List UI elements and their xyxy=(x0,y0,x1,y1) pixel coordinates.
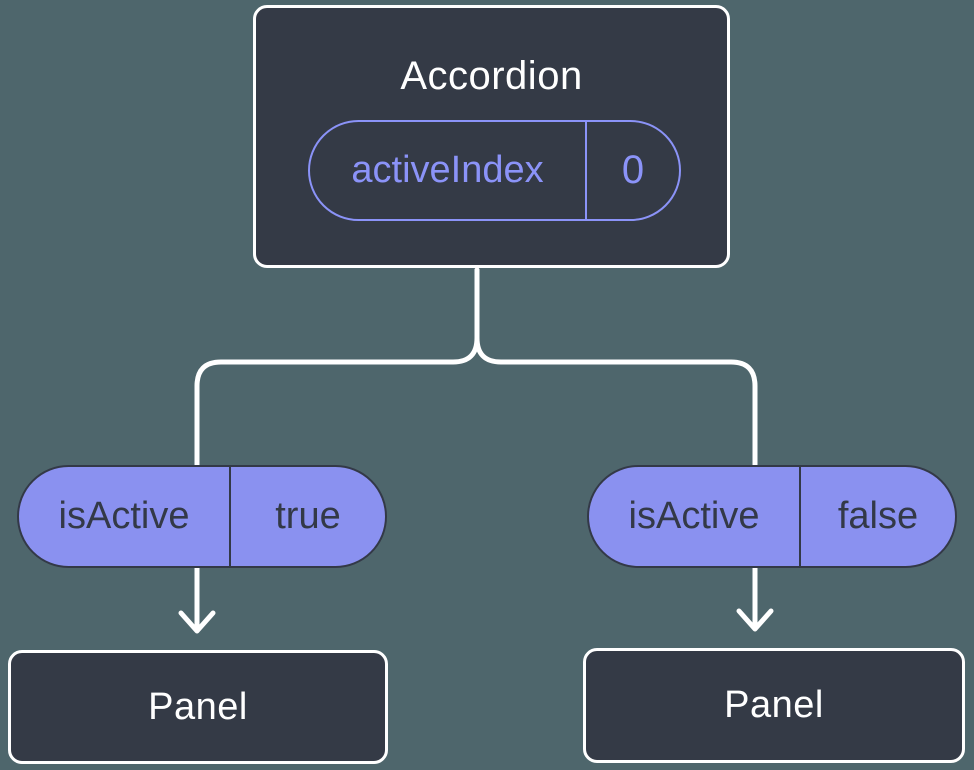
panel-node-title: Panel xyxy=(148,685,248,728)
panel-node-title: Panel xyxy=(724,684,824,726)
connector-right-branch xyxy=(474,267,758,631)
prop-pill-isactive-true: isActive true xyxy=(17,465,387,568)
prop-pill-value: true xyxy=(275,495,341,537)
accordion-node: Accordion activeIndex 0 xyxy=(253,5,730,268)
state-pill-value: 0 xyxy=(621,148,645,192)
state-pill-activeindex: activeIndex 0 xyxy=(308,120,681,221)
prop-pill-value: false xyxy=(837,495,919,537)
prop-pill-key: isActive xyxy=(19,467,231,566)
accordion-node-title: Accordion xyxy=(400,54,583,98)
prop-pill-isactive-false: isActive false xyxy=(587,465,957,568)
state-pill-key: activeIndex xyxy=(310,122,587,219)
connector-left-branch xyxy=(194,267,480,633)
arrow-down-left-icon xyxy=(178,610,216,634)
panel-node-left: Panel xyxy=(8,650,388,764)
arrow-down-right-icon xyxy=(736,608,774,632)
prop-pill-key: isActive xyxy=(589,467,801,566)
panel-node-right: Panel xyxy=(583,648,965,763)
